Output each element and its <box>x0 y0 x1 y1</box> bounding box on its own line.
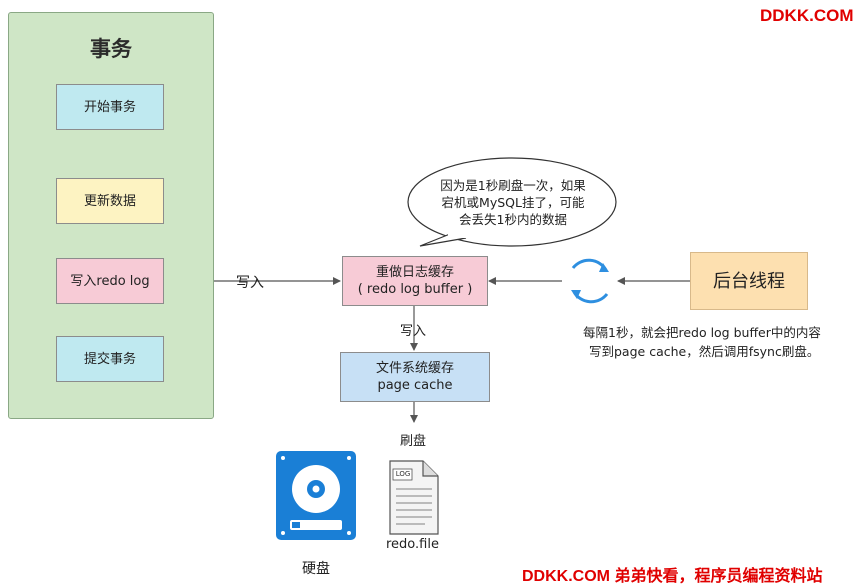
page-cache-line2: page cache <box>377 378 453 393</box>
watermark-top: DDKK.COM <box>760 6 854 25</box>
background-thread-box: 后台线程 <box>690 252 808 310</box>
redo-log-buffer-box: 重做日志缓存 ( redo log buffer ) <box>342 256 488 306</box>
sync-icon <box>571 258 609 304</box>
thread-note: 每隔1秒，就会把redo log buffer中的内容 写到page cache… <box>583 323 821 361</box>
callout-line2: 宕机或MySQL挂了，可能 <box>441 195 585 210</box>
hard-disk-icon <box>276 451 356 540</box>
callout-line1: 因为是1秒刷盘一次，如果 <box>440 178 586 193</box>
file-tag: LOG <box>395 470 411 478</box>
redo-buffer-line1: 重做日志缓存 <box>375 265 454 280</box>
page-cache-line1: 文件系统缓存 <box>375 361 454 376</box>
step-start-transaction: 开始事务 <box>56 84 164 130</box>
flush-label: 刷盘 <box>400 434 427 449</box>
page-cache-box: 文件系统缓存 page cache <box>340 352 490 402</box>
disk-label: 硬盘 <box>302 561 330 577</box>
step-update-data: 更新数据 <box>56 178 164 224</box>
file-label: redo.file <box>386 537 439 552</box>
redo-buffer-line2: ( redo log buffer ) <box>357 282 473 297</box>
write-label: 写入 <box>236 275 264 291</box>
callout-line3: 会丢失1秒内的数据 <box>459 212 567 227</box>
file-icon <box>389 460 439 535</box>
step-commit-transaction: 提交事务 <box>56 336 164 382</box>
callout-text: 因为是1秒刷盘一次，如果 宕机或MySQL挂了，可能 会丢失1秒内的数据 <box>418 177 608 228</box>
callout-bubble <box>407 157 617 247</box>
watermark-bottom: DDKK.COM 弟弟快看，程序员编程资料站 <box>522 568 823 585</box>
write-label-2: 写入 <box>400 324 427 339</box>
thread-note-line2: 写到page cache，然后调用fsync刷盘。 <box>589 344 820 359</box>
thread-note-line1: 每隔1秒，就会把redo log buffer中的内容 <box>583 325 821 340</box>
step-write-redo-log: 写入redo log <box>56 258 164 304</box>
transaction-title: 事务 <box>90 37 132 61</box>
